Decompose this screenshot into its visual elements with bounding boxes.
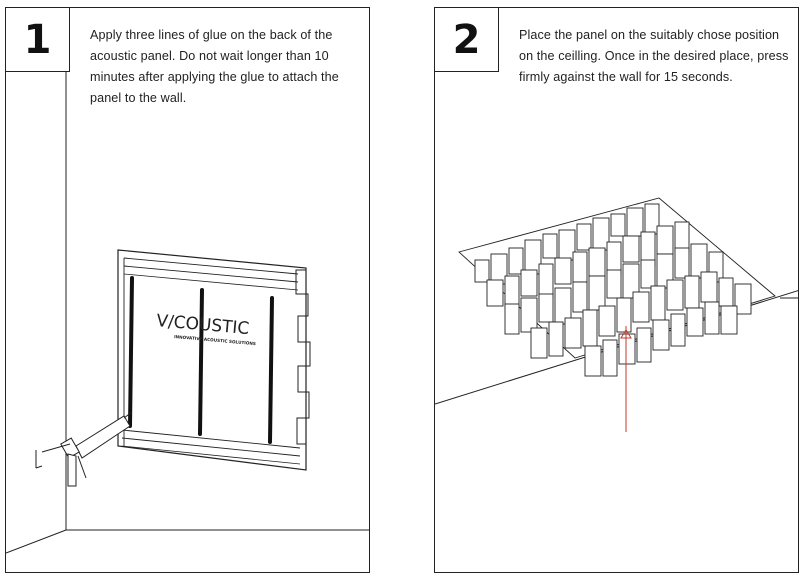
placement-arrow-icon [620,329,632,339]
floor-left-line [6,529,67,554]
step-number-box: 2 [435,8,499,72]
step-1-panel: 1 Apply three lines of glue on the back … [5,7,370,573]
acoustic-panel: V/COUSTIC INNOVATIVE ACOUSTIC SOLUTIONS [117,249,311,471]
step-number-box: 1 [6,8,70,72]
ceiling-mount-illustration [435,197,798,432]
glue-line-left [128,276,134,428]
step-instruction: Apply three lines of glue on the back of… [90,28,339,105]
glue-line-middle [198,288,204,436]
step-number: 2 [452,16,481,63]
diffuser-panel [458,197,776,377]
step-number: 1 [23,16,52,63]
caulking-gun-icon [35,411,133,487]
glue-line-right [268,296,274,444]
glue-application-illustration: V/COUSTIC INNOVATIVE ACOUSTIC SOLUTIONS [6,72,369,554]
step-instruction: Place the panel on the suitably chose po… [519,28,789,84]
step-2-panel: 2 Place the panel on the suitably chose … [434,7,799,573]
